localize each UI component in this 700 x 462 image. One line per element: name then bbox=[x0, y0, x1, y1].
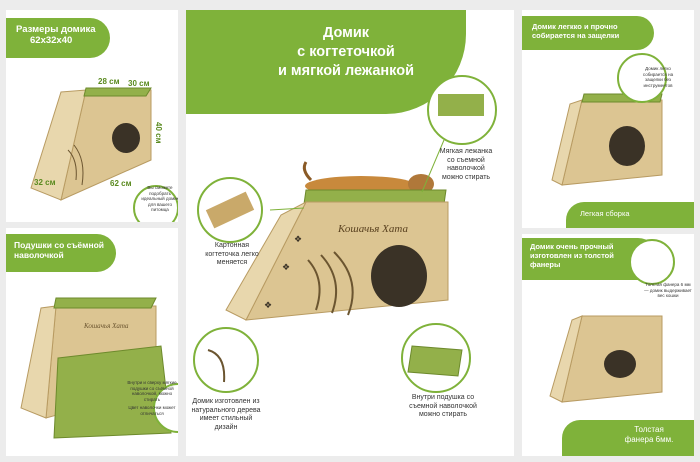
assembly-footer: Легкая сборка bbox=[566, 202, 694, 228]
strength-title-3: фанеры bbox=[530, 260, 561, 269]
main-title-1: Домик bbox=[322, 25, 370, 41]
caption-pillow: Внутри подушка со съемной наволочкой мож… bbox=[409, 394, 477, 418]
main-title-banner: Домик с когтеточкой и мягкой лежанкой bbox=[186, 10, 466, 114]
dim-32: 32 см bbox=[34, 178, 56, 187]
strength-title-1: Домик очень прочный bbox=[530, 242, 614, 251]
main-title-2: с когтеточкой bbox=[297, 44, 395, 60]
dimensions-banner: Размеры домика 62х32х40 bbox=[6, 18, 110, 58]
panel-main: Домик с когтеточкой и мягкой лежанкой Ко… bbox=[186, 10, 514, 456]
pillows-banner: Подушки со съёмной наволочкой bbox=[6, 234, 116, 272]
house-assembly-illustration bbox=[551, 53, 667, 186]
caption-scratcher: Картонная когтеточка легко меняется bbox=[205, 242, 259, 266]
pillows-note-2: Цвет наволочки может отличаться bbox=[128, 405, 176, 416]
strength-footer: Толстая фанера 6мм. bbox=[562, 420, 694, 456]
assembly-note: Домик легко собирается на защелки без ин… bbox=[642, 66, 674, 88]
paw-icon: ❖ bbox=[294, 234, 302, 244]
dim-30: 30 см bbox=[128, 79, 150, 88]
paw-icon: ❖ bbox=[282, 262, 290, 272]
house-strength-illustration bbox=[549, 239, 675, 403]
dimensions-value: 62х32х40 bbox=[30, 35, 73, 46]
strength-footer-2: фанера 6мм. bbox=[624, 435, 674, 444]
paw-icon: ❖ bbox=[264, 300, 272, 310]
panel-strength: Домик очень прочный изготовлен из толсто… bbox=[522, 234, 694, 456]
assembly-title-2: собирается на защелки bbox=[532, 31, 620, 40]
dim-40: 40 см bbox=[154, 122, 163, 144]
pillows-brand: Кошачья Хата bbox=[83, 322, 129, 330]
dimensions-title: Размеры домика bbox=[16, 24, 96, 35]
caption-wood: Домик изготовлен из натурального дерева … bbox=[191, 398, 261, 431]
house-pillow-illustration: Кошачья Хата bbox=[20, 297, 178, 439]
main-title-3: и мягкой лежанкой bbox=[277, 63, 415, 79]
strength-title-2: изготовлен из толстой bbox=[530, 251, 614, 260]
main-brand: Кошачья Хата bbox=[337, 223, 408, 235]
panel-assembly: Домик легкко и прочно собирается на заще… bbox=[522, 10, 694, 228]
assembly-banner: Домик легкко и прочно собирается на заще… bbox=[522, 16, 654, 50]
strength-footer-1: Толстая bbox=[634, 425, 664, 434]
main-house-illustration: Кошачья Хата ❖ ❖ ❖ bbox=[193, 75, 497, 393]
pillows-title-1: Подушки со съёмной bbox=[14, 240, 105, 250]
panel-pillows: Подушки со съёмной наволочкой Кошачья Ха… bbox=[6, 228, 178, 456]
assembly-title-1: Домик легкко и прочно bbox=[532, 22, 618, 31]
caption-pad: Мягкая лежанка со съемной наволочкой мож… bbox=[439, 148, 493, 181]
house-dimensions-illustration: 28 см 30 см 40 см 32 см 62 см bbox=[30, 77, 178, 222]
strength-note: Толстая фанера 6 мм — домик выдерживает … bbox=[644, 282, 692, 298]
pillows-title-2: наволочкой bbox=[14, 250, 64, 260]
panel-dimensions: Размеры домика 62х32х40 28 см 30 см 40 с… bbox=[6, 10, 178, 222]
dimensions-note: Вы сможете подобрать идеальный домик для… bbox=[141, 185, 178, 212]
pillows-note-1: Внутри и сверху мягкие подушки со съёмно… bbox=[127, 380, 177, 402]
dim-62: 62 см bbox=[110, 179, 132, 188]
dim-28: 28 см bbox=[98, 77, 120, 86]
assembly-footer-label: Легкая сборка bbox=[580, 209, 630, 218]
